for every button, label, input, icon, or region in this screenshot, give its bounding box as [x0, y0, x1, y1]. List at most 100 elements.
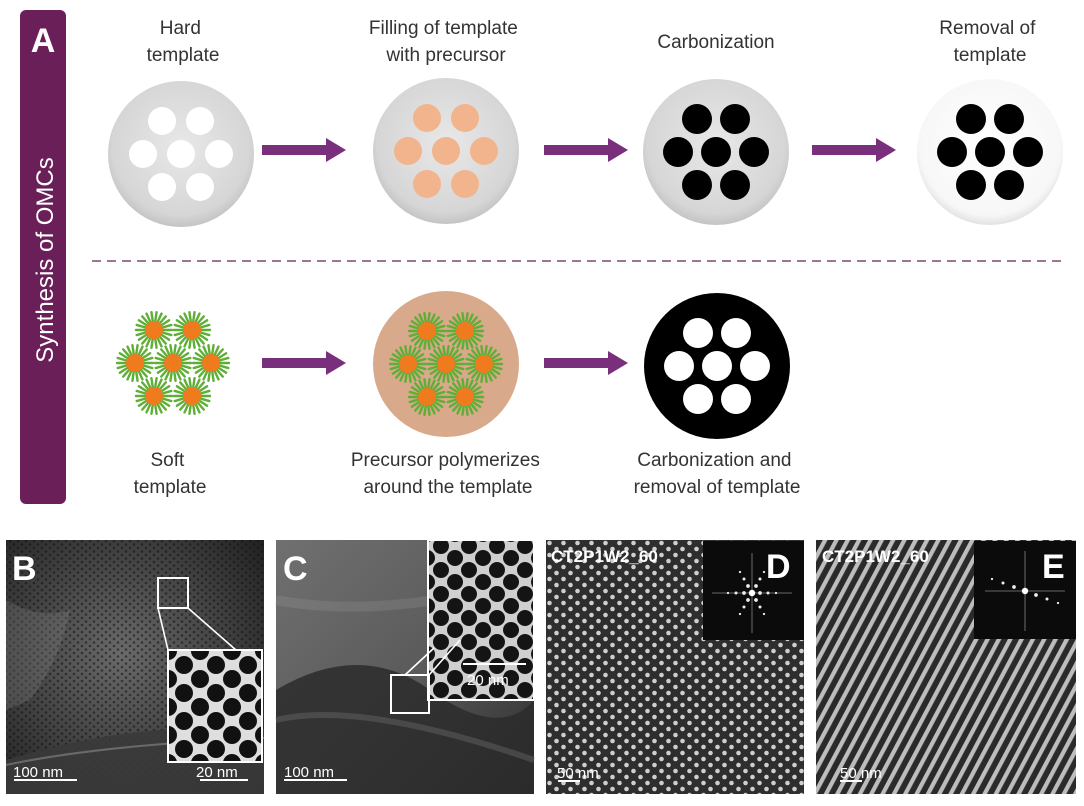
- micelle-core: [145, 321, 163, 339]
- fft-spot: [758, 577, 762, 581]
- pore: [994, 104, 1024, 134]
- soft-step-1-label: Soft template: [134, 450, 207, 498]
- panel-c: C 20 nm 100 nm: [275, 539, 536, 794]
- micelle: [445, 311, 485, 351]
- arrow-hard-2: [544, 138, 628, 162]
- pore: [664, 351, 694, 381]
- soft-template-cluster: [115, 310, 231, 416]
- fft-spot: [746, 598, 750, 602]
- pore: [167, 140, 195, 168]
- hard-template-disc: [108, 81, 254, 227]
- fft-spot: [990, 577, 994, 581]
- fft-spot: [1012, 585, 1016, 589]
- panel-d: CT2P1W2_60 D 50 nm: [546, 540, 804, 794]
- fft-spot: [766, 591, 770, 595]
- micelle: [134, 310, 174, 350]
- polymerized-disc: [373, 291, 519, 437]
- fft-spot: [738, 612, 742, 616]
- omc-disc: [917, 79, 1063, 225]
- panel-e-fft-spots: [985, 551, 1065, 631]
- micelle: [426, 344, 466, 384]
- pore: [394, 137, 422, 165]
- panel-d-fft-spots: [712, 553, 792, 633]
- arrow-shaft: [544, 145, 610, 155]
- panel-c-inset-scalebar: 20 nm: [467, 672, 509, 689]
- pore: [148, 173, 176, 201]
- pore: [432, 137, 460, 165]
- process-arrows: [262, 138, 896, 375]
- fft-spot: [1021, 587, 1029, 595]
- pore: [739, 137, 769, 167]
- fft-spot: [1034, 593, 1038, 597]
- pore: [683, 318, 713, 348]
- micelle: [134, 376, 174, 416]
- panel-a-sidebar: [20, 10, 66, 504]
- micelle: [172, 376, 212, 416]
- arrow-shaft: [262, 145, 328, 155]
- carbonized-disc: [643, 79, 789, 225]
- arrow-head: [876, 138, 896, 162]
- hard-step-2-label: Filling of template with precursor: [369, 18, 523, 66]
- arrow-shaft: [262, 358, 328, 368]
- fft-spot: [1056, 601, 1060, 605]
- fft-spot: [742, 577, 746, 581]
- pore: [413, 104, 441, 132]
- panel-b-inset: [167, 649, 263, 763]
- micelle: [115, 343, 155, 383]
- pore: [994, 170, 1024, 200]
- panel-c-letter: C: [283, 550, 308, 588]
- panel-e: CT2P1W2_60 E 50 nm: [816, 540, 1076, 794]
- fft-spot: [1045, 597, 1049, 601]
- arrow-head: [326, 138, 346, 162]
- arrow-shaft: [544, 358, 610, 368]
- fft-spot: [734, 591, 738, 595]
- pore: [451, 170, 479, 198]
- fft-spot: [758, 591, 762, 595]
- pore: [721, 318, 751, 348]
- pore: [956, 104, 986, 134]
- pore: [470, 137, 498, 165]
- hard-step-4-label: Removal of template: [939, 18, 1040, 66]
- pore: [701, 137, 731, 167]
- panel-c-zoom-box: [390, 674, 430, 714]
- fft-spot: [738, 570, 742, 574]
- pore: [975, 137, 1005, 167]
- panel-c-inset: [427, 539, 535, 701]
- pore: [186, 173, 214, 201]
- micelle-core: [183, 321, 201, 339]
- pore: [740, 351, 770, 381]
- fft-spot: [746, 584, 750, 588]
- arrow-head: [608, 351, 628, 375]
- soft-omc-disc: [644, 293, 790, 439]
- arrow-head: [326, 351, 346, 375]
- panel-a: A Synthesis of OMCs Hard template Fillin…: [20, 10, 1063, 504]
- panel-e-scalebar: 50 nm: [840, 765, 882, 782]
- fft-spot: [774, 591, 778, 595]
- fft-spot: [742, 591, 746, 595]
- panel-b-scalebar: 100 nm: [13, 764, 63, 781]
- pore: [683, 384, 713, 414]
- micelle: [445, 377, 485, 417]
- pore: [721, 384, 751, 414]
- micelle: [172, 310, 212, 350]
- fft-spot: [748, 589, 756, 597]
- micelle-core: [475, 355, 493, 373]
- micelle: [407, 377, 447, 417]
- hard-step-3-label: Carbonization: [657, 32, 774, 53]
- pore: [205, 140, 233, 168]
- fft-spot: [762, 570, 766, 574]
- micelle-core: [399, 355, 417, 373]
- micelle: [153, 343, 193, 383]
- pore: [720, 104, 750, 134]
- pore: [1013, 137, 1043, 167]
- pore: [937, 137, 967, 167]
- fft-spot: [762, 612, 766, 616]
- pore: [451, 104, 479, 132]
- panel-e-letter: E: [1042, 548, 1065, 586]
- hard-step-1-label: Hard template: [147, 18, 220, 66]
- micelle-core: [437, 355, 455, 373]
- micelle-core: [418, 322, 436, 340]
- panel-c-scalebar: 100 nm: [284, 764, 334, 781]
- soft-step-3-label: Carbonization and removal of template: [634, 450, 801, 498]
